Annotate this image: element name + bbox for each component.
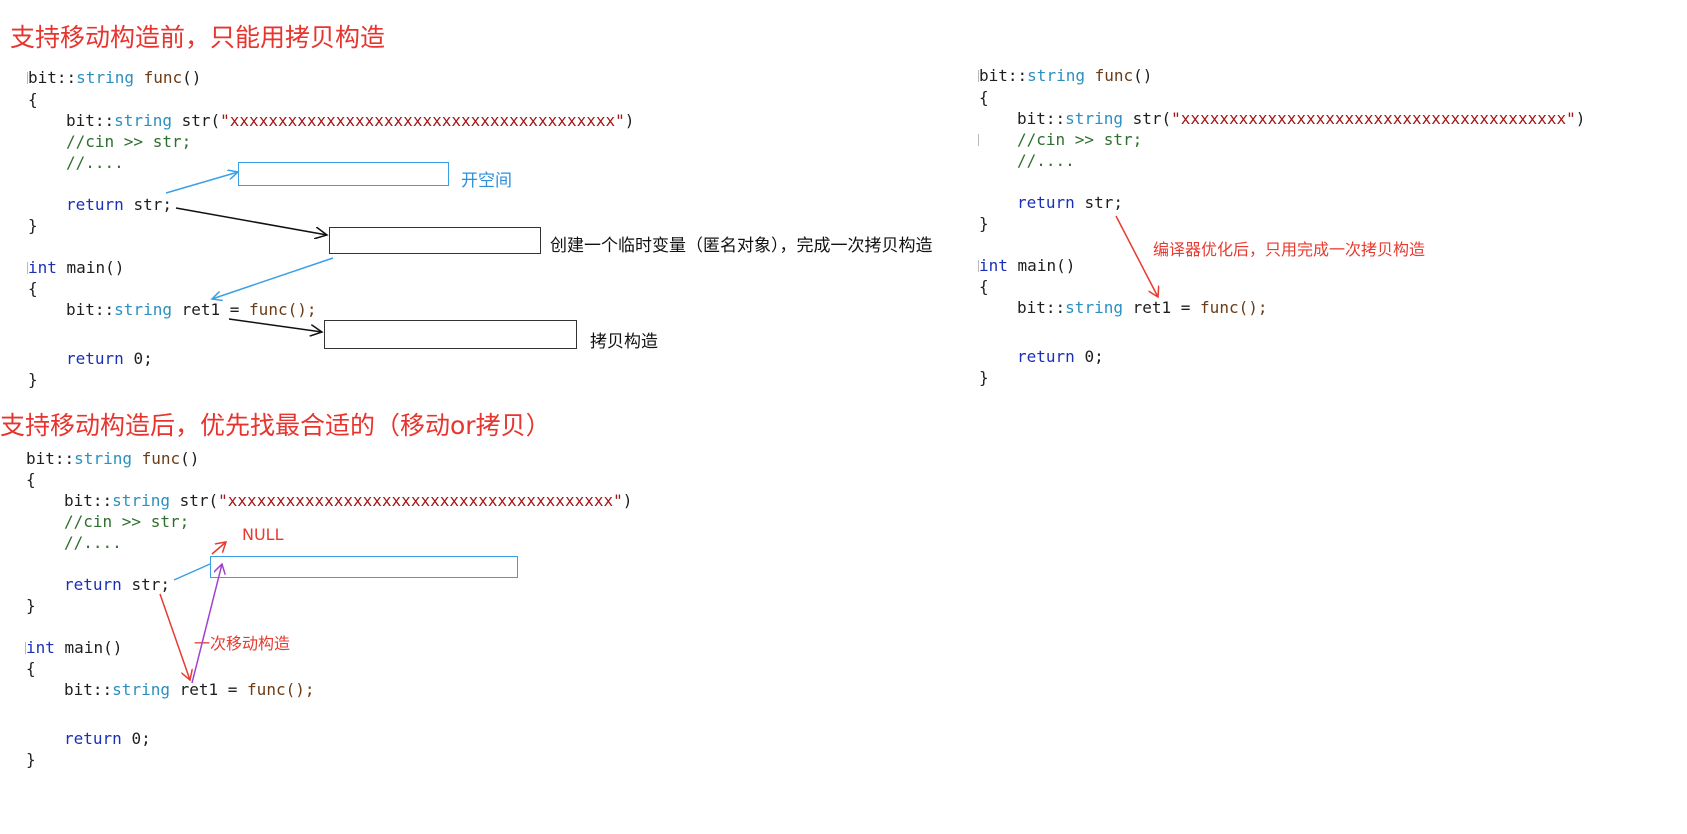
- code-line-main-decl: int main(): [26, 638, 123, 657]
- code-line-func-decl: bit::string func(): [26, 449, 200, 468]
- code-line-return-str: return str;: [64, 575, 170, 594]
- gutter-mark: [27, 72, 28, 84]
- code-line-brace-close: }: [979, 368, 989, 387]
- code-line-func-decl: bit::string func(): [28, 68, 202, 87]
- code-line-brace-close: }: [28, 216, 38, 235]
- temp-object-box: [329, 227, 541, 254]
- code-line-main-decl: int main(): [979, 256, 1076, 275]
- code-line-brace-close: }: [28, 370, 38, 389]
- code-line-brace-open: {: [979, 88, 989, 107]
- code-line-comment-cin: //cin >> str;: [66, 132, 192, 151]
- annotation-copy-construct: 拷贝构造: [590, 332, 658, 352]
- code-line-comment-dots: //....: [1017, 151, 1075, 170]
- code-line-return-str: return str;: [66, 195, 172, 214]
- heading-before-move: 支持移动构造前，只能用拷贝构造: [10, 23, 386, 52]
- code-line-brace-open: {: [28, 90, 38, 109]
- code-line-ret1: bit::string ret1 = func();: [64, 680, 315, 699]
- arrow-str-to-buffer: [173, 563, 211, 581]
- arrow-ret1-to-copy: [228, 318, 322, 332]
- copy-target-box: [324, 320, 577, 349]
- code-line-brace-close: }: [26, 750, 36, 769]
- annotation-optimized: 编译器优化后，只用完成一次拷贝构造: [1153, 240, 1426, 259]
- code-line-ret1: bit::string ret1 = func();: [1017, 298, 1268, 317]
- annotation-temp-object: 创建一个临时变量（匿名对象），完成一次拷贝构造: [550, 236, 933, 256]
- code-line-str-init: bit::string str("xxxxxxxxxxxxxxxxxxxxxxx…: [66, 111, 635, 130]
- code-line-return-zero: return 0;: [66, 349, 153, 368]
- code-line-str-init: bit::string str("xxxxxxxxxxxxxxxxxxxxxxx…: [1017, 109, 1586, 128]
- code-line-brace-open: {: [26, 659, 36, 678]
- heading-after-move: 支持移动构造后，优先找最合适的（移动or拷贝）: [0, 411, 551, 440]
- string-buffer-box: [210, 556, 518, 578]
- arrow-null-pointer: [211, 542, 226, 555]
- arrow-move-return-to-ret1: [159, 593, 190, 680]
- code-line-comment-dots: //....: [64, 533, 122, 552]
- arrow-str-to-alloc: [165, 172, 238, 194]
- gutter-mark: [27, 262, 28, 274]
- gutter-mark: [25, 642, 26, 654]
- code-line-str-init: bit::string str("xxxxxxxxxxxxxxxxxxxxxxx…: [64, 491, 633, 510]
- code-line-return-zero: return 0;: [64, 729, 151, 748]
- gutter-mark: [978, 260, 979, 272]
- arrow-optimized-return-to-ret1: [1115, 215, 1158, 297]
- code-line-ret1: bit::string ret1 = func();: [66, 300, 317, 319]
- code-line-comment-cin: //cin >> str;: [64, 512, 190, 531]
- arrow-ret1-to-buffer: [191, 564, 222, 684]
- code-line-brace-close: }: [26, 596, 36, 615]
- arrow-temp-to-ret1: [212, 257, 334, 299]
- code-line-brace-open: {: [26, 470, 36, 489]
- gutter-mark: [978, 134, 979, 146]
- annotation-alloc-space: 开空间: [461, 171, 512, 191]
- code-line-comment-cin: //cin >> str;: [1017, 130, 1143, 149]
- code-line-comment-dots: //....: [66, 153, 124, 172]
- arrow-return-to-temp: [175, 207, 327, 235]
- code-line-brace-open: {: [28, 279, 38, 298]
- alloc-space-box: [238, 162, 449, 186]
- gutter-mark: [978, 70, 979, 82]
- code-line-brace-open: {: [979, 277, 989, 296]
- code-line-brace-close: }: [979, 214, 989, 233]
- annotation-null: NULL: [242, 525, 284, 544]
- code-line-main-decl: int main(): [28, 258, 125, 277]
- code-line-func-decl: bit::string func(): [979, 66, 1153, 85]
- code-line-return-zero: return 0;: [1017, 347, 1104, 366]
- code-line-return-str: return str;: [1017, 193, 1123, 212]
- annotation-one-move: 一次移动构造: [194, 634, 291, 653]
